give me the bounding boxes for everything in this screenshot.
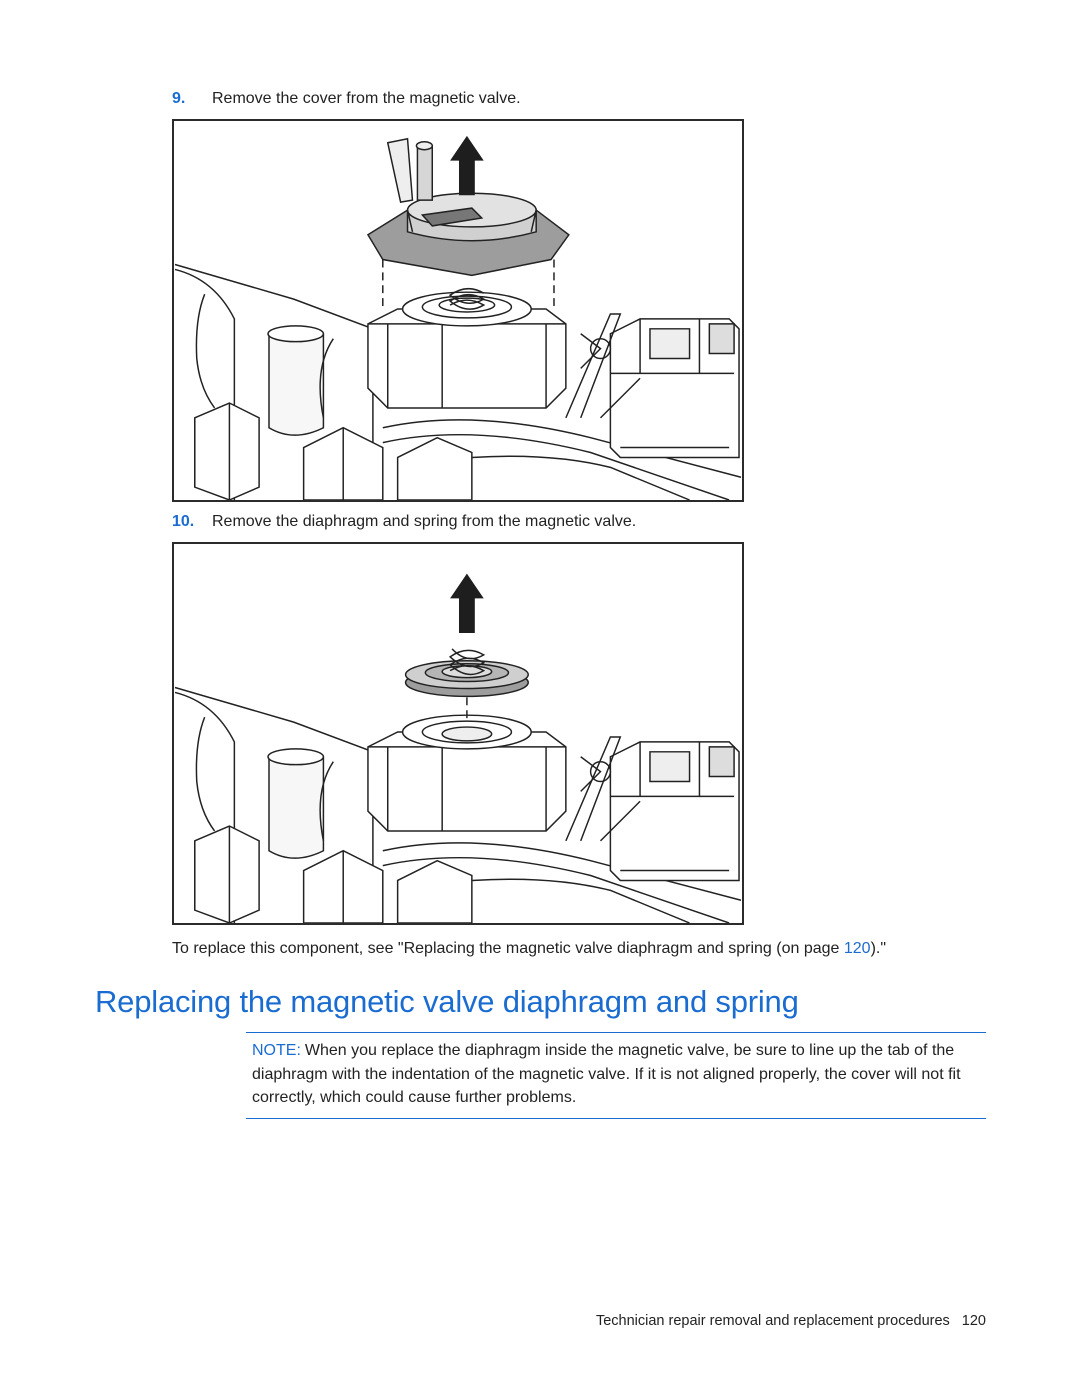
- step-number: 9.: [172, 90, 186, 107]
- up-arrow-icon: [450, 135, 484, 196]
- up-arrow-icon: [450, 573, 484, 634]
- note-box: NOTE:When you replace the diaphragm insi…: [246, 1032, 986, 1119]
- step-9: 9. Remove the cover from the magnetic val…: [172, 89, 521, 109]
- replace-text-after: ).": [870, 940, 887, 957]
- step-text: Remove the cover from the magnetic valve…: [212, 90, 521, 107]
- page-number: 120: [961, 1313, 986, 1329]
- figure-diaphragm-removal: [172, 542, 744, 925]
- step-10: 10. Remove the diaphragm and spring from …: [172, 512, 636, 532]
- note-text: When you replace the diaphragm inside th…: [252, 1042, 961, 1106]
- replace-reference: To replace this component, see "Replacin…: [172, 939, 886, 959]
- diaphragm-spring-illustration: [174, 573, 742, 923]
- step-text: Remove the diaphragm and spring from the…: [212, 513, 637, 530]
- step-number: 10.: [172, 513, 195, 530]
- page-footer: Technician repair removal and replacemen…: [596, 1313, 986, 1329]
- valve-cover-illustration: [174, 135, 742, 500]
- note-label: NOTE:: [252, 1042, 301, 1059]
- page-link[interactable]: 120: [843, 940, 871, 957]
- section-title: Replacing the magnetic valve diaphragm a…: [95, 984, 799, 1019]
- footer-title: Technician repair removal and replacemen…: [595, 1313, 950, 1329]
- figure-cover-removal: [172, 119, 744, 502]
- replace-text-before: To replace this component, see "Replacin…: [172, 940, 844, 957]
